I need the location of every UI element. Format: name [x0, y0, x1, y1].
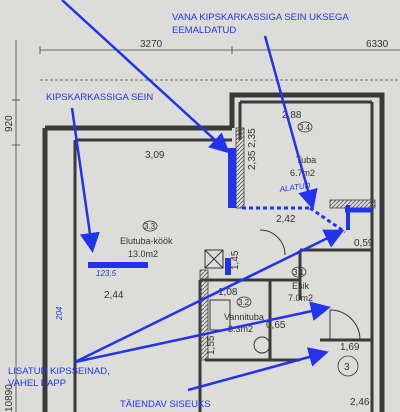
circle-marker-label: 3: [344, 362, 350, 373]
annotation-added-walls-line2: VAHEL KAPP: [8, 378, 66, 389]
room-number-esik: 3.1: [293, 268, 305, 277]
dim-tuba-top: 2,88: [282, 110, 302, 121]
annotation-old-wall-line2: EEMALDATUD: [172, 25, 236, 36]
room-number-bath: 3.2: [238, 298, 250, 307]
dim-esik-right: 0,59: [354, 238, 374, 249]
dim-bath-left: 1,55: [206, 335, 217, 355]
annotation-arrows: [61, 0, 345, 392]
room-name-tuba: Tuba: [296, 155, 316, 165]
dim-mid-vertical: 1,45: [230, 250, 241, 270]
room-area-living: 13.0m2: [128, 249, 158, 259]
handwritten-living-measure: 123,5: [96, 269, 117, 278]
annotation-old-wall-line1: VANA KIPSKARKASSIGA SEIN UKSEGA: [172, 12, 349, 23]
room-name-esik: Esik: [292, 281, 310, 291]
dim-tuba-vertical: 2,35 2,35: [247, 128, 258, 170]
annotation-drywall-wall: KIPSKARKASSIGA SEIN: [46, 92, 153, 103]
dim-bath-top: 1,08: [218, 287, 238, 298]
dim-top-width: 3270: [140, 39, 163, 50]
room-markers: [142, 121, 359, 377]
room-name-bath: Vannituba: [224, 312, 264, 322]
dim-tuba-bottom: 2,42: [276, 214, 296, 225]
dim-left-top: 920: [4, 115, 15, 132]
dim-bath-right: 0,65: [266, 320, 286, 331]
handwritten-left-measure: 204: [55, 306, 64, 321]
room-area-bath: 3.3m2: [228, 324, 253, 334]
room-number-living: 3.3: [144, 222, 156, 231]
dim-right-top: 6330: [366, 39, 389, 50]
dim-hall-bottom: 1,69: [340, 342, 360, 353]
dimension-lines: [12, 40, 400, 412]
room-number-tuba: 3.4: [299, 123, 311, 132]
dim-living-left: 2,44: [104, 290, 124, 301]
dim-living-top: 3,09: [145, 150, 165, 161]
room-name-living: Elutuba-köök: [120, 236, 173, 246]
dim-hall-lower: 2,46: [350, 397, 370, 408]
annotation-extra-door: TÄIENDAV SISEUKS: [120, 399, 211, 410]
dim-left-bottom: 10890: [4, 384, 15, 412]
room-area-esik: 7.0m2: [288, 293, 313, 303]
annotation-added-walls-line1: LISATUD KIPSSEINAD,: [8, 366, 110, 377]
